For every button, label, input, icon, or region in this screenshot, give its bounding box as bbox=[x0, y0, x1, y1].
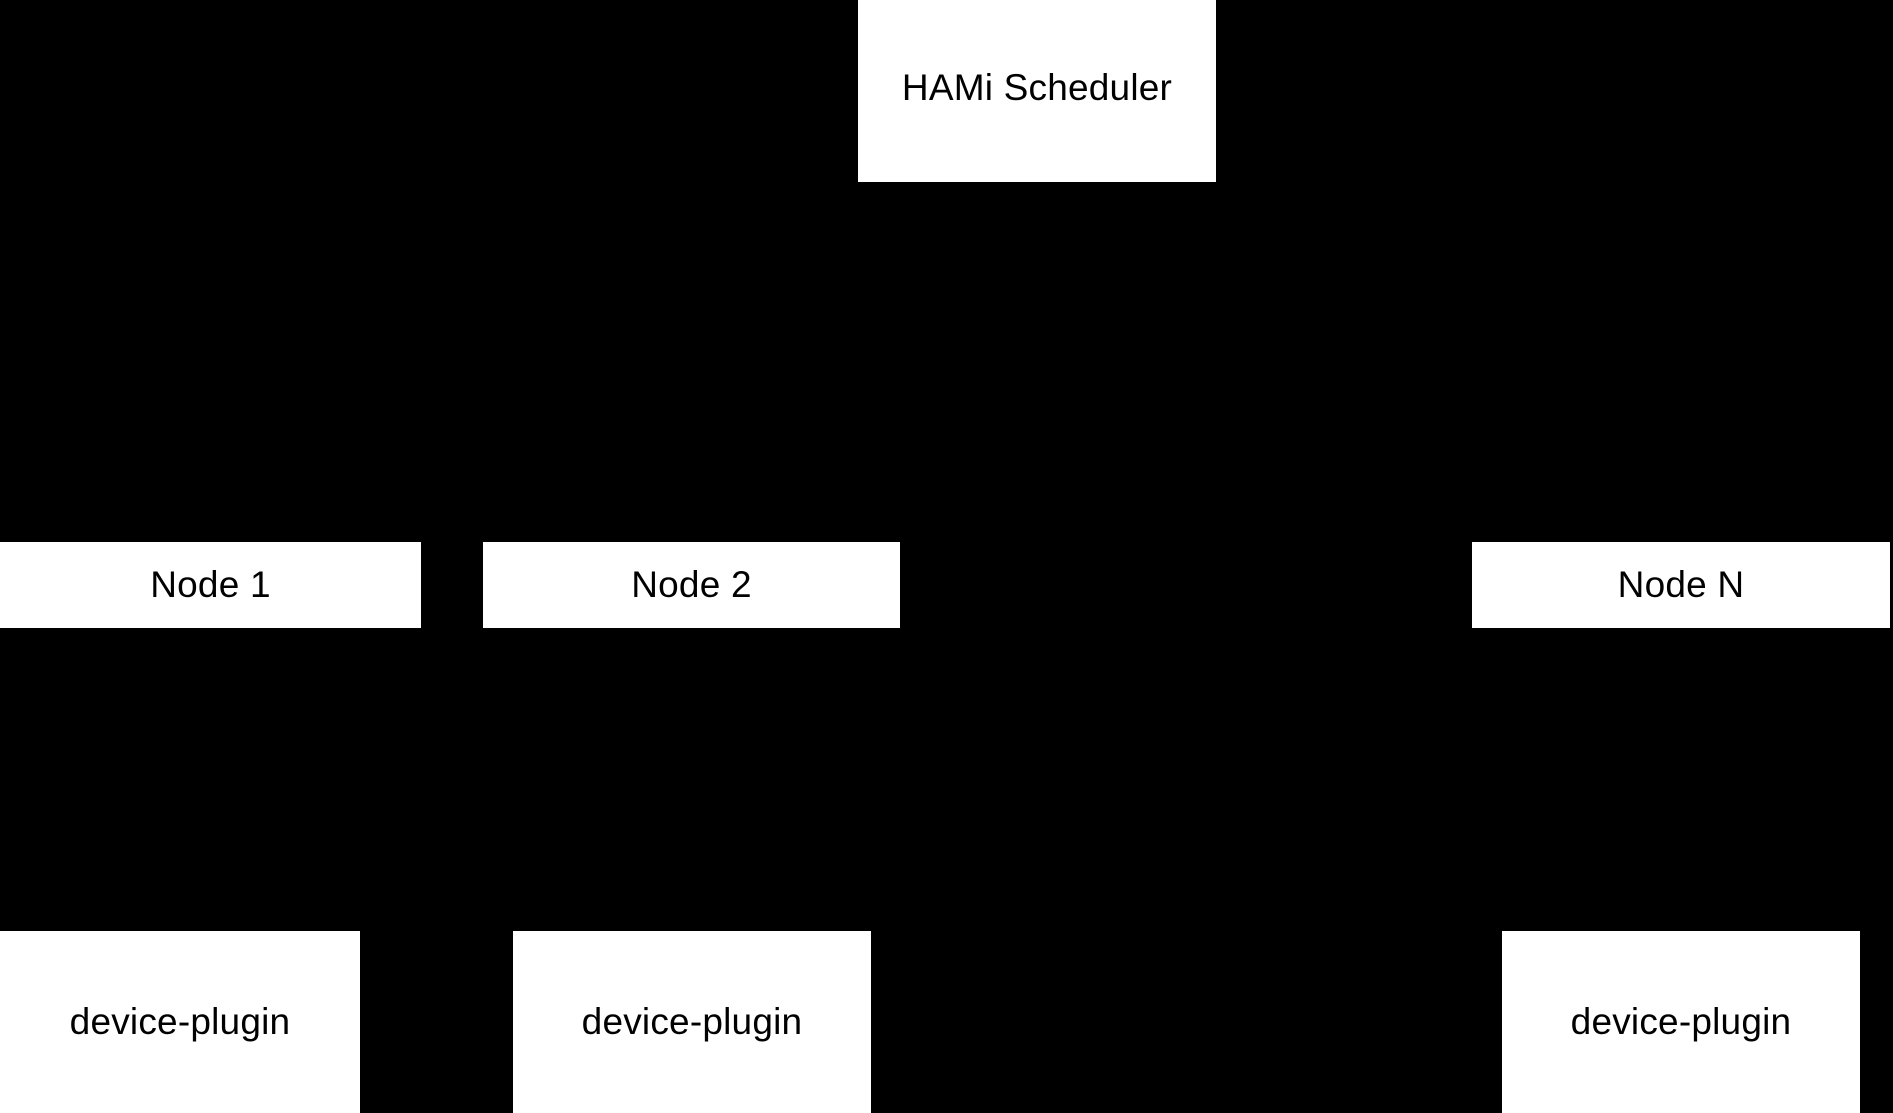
cluster-node-1[interactable]: Node 1 bbox=[0, 542, 421, 628]
device-plugin-node-n-label: device-plugin bbox=[1570, 1001, 1792, 1042]
scheduler-node[interactable]: HAMi Scheduler bbox=[858, 0, 1216, 182]
cluster-node-2[interactable]: Node 2 bbox=[483, 542, 900, 628]
device-plugin-node-1-label: device-plugin bbox=[69, 1001, 291, 1042]
cluster-node-n[interactable]: Node N bbox=[1472, 542, 1890, 628]
device-plugin-node-2[interactable]: device-plugin bbox=[513, 931, 871, 1113]
device-plugin-node-1[interactable]: device-plugin bbox=[0, 931, 360, 1113]
device-plugin-node-2-label: device-plugin bbox=[581, 1001, 803, 1042]
cluster-node-2-label: Node 2 bbox=[631, 563, 752, 605]
device-plugin-node-n[interactable]: device-plugin bbox=[1502, 931, 1860, 1113]
scheduler-label: HAMi Scheduler bbox=[901, 67, 1173, 109]
cluster-node-n-label: Node N bbox=[1617, 563, 1745, 605]
cluster-node-1-label: Node 1 bbox=[150, 563, 271, 605]
